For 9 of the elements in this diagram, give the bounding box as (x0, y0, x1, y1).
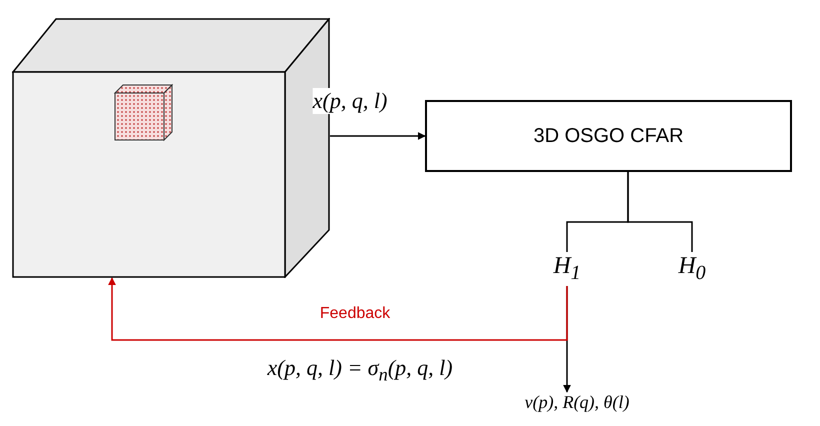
connector-line (627, 172, 693, 252)
arrow (108, 277, 568, 341)
edge-label: x(p, q, l) (312, 88, 388, 114)
math-label: H$_{1}$ (547, 252, 587, 285)
arrow (330, 132, 426, 140)
equation-label: x(p, q, l) = σ$_{n}$(p, q, l) (267, 355, 453, 386)
math-label: v(p), R(q), θ(l) (497, 392, 657, 414)
process-box: 3D OSGO CFAR (425, 100, 792, 172)
math-label: H$_{0}$ (672, 252, 712, 285)
